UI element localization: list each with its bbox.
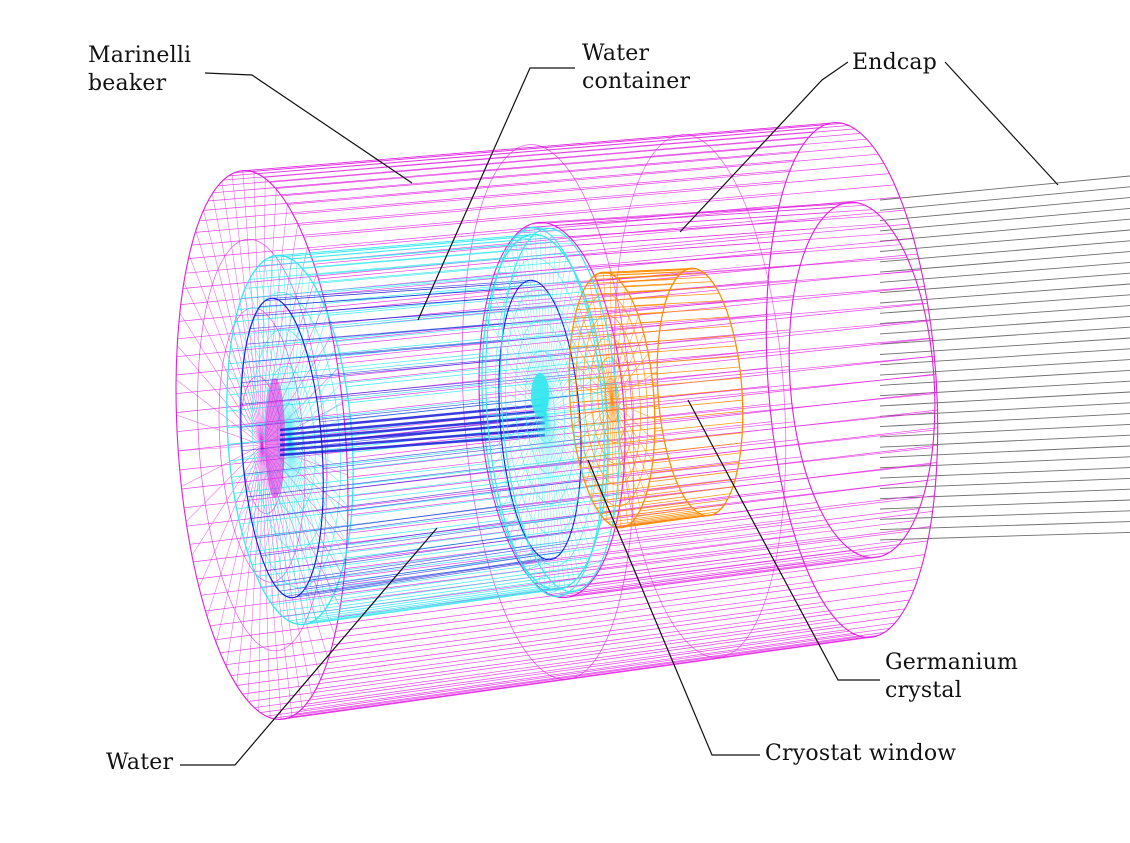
label-water: Water — [106, 750, 174, 775]
label-germanium-line1: Germanium — [885, 650, 1019, 675]
leader-cryostat — [587, 459, 760, 756]
label-marinelli-line1: Marinelli — [88, 43, 192, 68]
label-water-container-line1: Water — [582, 41, 650, 66]
leader-marinelli — [204, 72, 413, 184]
leader-endcap-tube — [944, 61, 1059, 186]
label-germanium-line2: crystal — [885, 678, 962, 703]
leader-water-container — [417, 67, 575, 321]
leader-endcap — [679, 61, 849, 233]
leader-water — [180, 527, 438, 766]
leader-germanium — [687, 399, 880, 681]
cryostat-window-wireframe — [485, 226, 620, 598]
detector-tube — [879, 175, 1130, 541]
label-marinelli-line2: beaker — [88, 71, 167, 96]
label-endcap: Endcap — [852, 50, 938, 75]
label-water-container-line2: container — [582, 69, 691, 94]
label-cryostat-window: Cryostat window — [765, 741, 957, 766]
